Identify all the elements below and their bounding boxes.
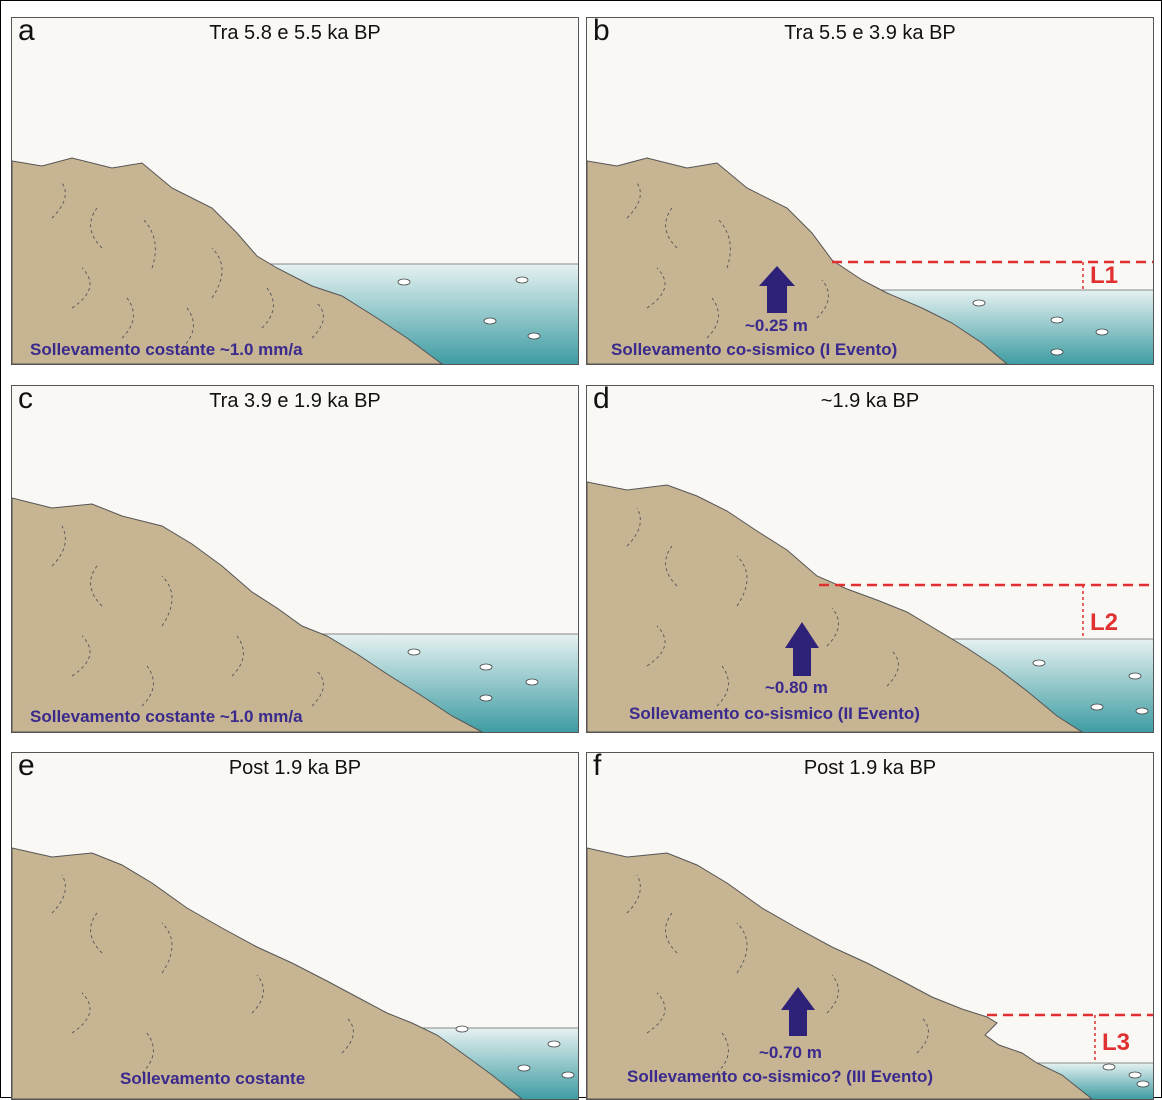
panel-caption: Sollevamento co-sismico (II Evento) [629, 704, 920, 723]
uplift-amount: ~0.25 m [745, 316, 808, 335]
panel-letter: d [593, 385, 610, 415]
level-label: L2 [1090, 609, 1119, 636]
uplift-arrow [785, 622, 819, 676]
panel-title: ~1.9 ka BP [820, 390, 920, 412]
panel-letter: b [593, 17, 610, 47]
cliff [12, 157, 443, 364]
panel-c: c Tra 3.9 e 1.9 ka BP Sollevamento costa… [11, 385, 579, 733]
rock-texture [51, 874, 354, 1074]
panel-title: Tra 3.9 e 1.9 ka BP [209, 390, 381, 412]
cliff [587, 481, 1083, 732]
panel-b-drawing [587, 157, 1153, 364]
panel-letter: c [18, 385, 33, 415]
panel-caption: Sollevamento costante [120, 1069, 306, 1088]
panel-caption: Sollevamento co-sismico (I Evento) [611, 340, 898, 359]
panel-d-drawing [587, 481, 1153, 732]
rock-texture [626, 874, 929, 1074]
rock-texture [51, 525, 324, 707]
panel-caption: Sollevamento costante ~1.0 mm/a [30, 340, 303, 359]
level-label: L3 [1102, 1029, 1131, 1056]
panel-title: Tra 5.8 e 5.5 ka BP [209, 22, 381, 44]
rock-texture [626, 182, 829, 339]
panel-caption: Sollevamento co-sismico? (III Evento) [627, 1067, 934, 1086]
panel-a-drawing [12, 157, 578, 364]
panel-f: f Post 1.9 ka BP ~0.70 m L3 Sollevamento… [586, 752, 1154, 1100]
panel-letter: e [18, 752, 35, 782]
panel-f-drawing [587, 847, 1153, 1099]
panel-e: e Post 1.9 ka BP Sollevamento costante [11, 752, 579, 1100]
panel-title: Tra 5.5 e 3.9 ka BP [784, 22, 956, 44]
fish-group [1032, 659, 1149, 715]
panel-title: Post 1.9 ka BP [228, 757, 362, 779]
cliff [12, 847, 523, 1099]
panel-title: Post 1.9 ka BP [803, 757, 937, 779]
panel-d: d ~1.9 ka BP ~0.80 m L2 Sollevamento co-… [586, 385, 1154, 733]
cliff [12, 497, 483, 732]
panel-e-drawing [12, 847, 578, 1099]
fish-group [455, 1025, 575, 1079]
uplift-amount: ~0.80 m [765, 678, 828, 697]
uplift-arrow [781, 987, 815, 1036]
fish-group [972, 299, 1109, 356]
panel-letter: f [593, 752, 602, 782]
fish-group [1102, 1063, 1150, 1088]
panel-letter: a [18, 17, 35, 47]
uplift-amount: ~0.70 m [759, 1043, 822, 1062]
rock-texture [51, 182, 324, 349]
panel-caption: Sollevamento costante ~1.0 mm/a [30, 707, 303, 726]
level-label: L1 [1090, 262, 1119, 289]
panel-b: b Tra 5.5 e 3.9 ka BP ~0.25 m L1 Solleva… [586, 17, 1154, 365]
panel-a: a Tra 5.8 e 5.5 ka BP Sollevamento costa… [11, 17, 579, 365]
fish-group [407, 648, 539, 702]
uplift-arrow [759, 266, 795, 313]
cliff [587, 847, 1093, 1099]
panel-c-drawing [12, 497, 578, 732]
fish-group [397, 276, 541, 340]
rock-texture [626, 507, 899, 707]
cliff [587, 157, 1008, 364]
